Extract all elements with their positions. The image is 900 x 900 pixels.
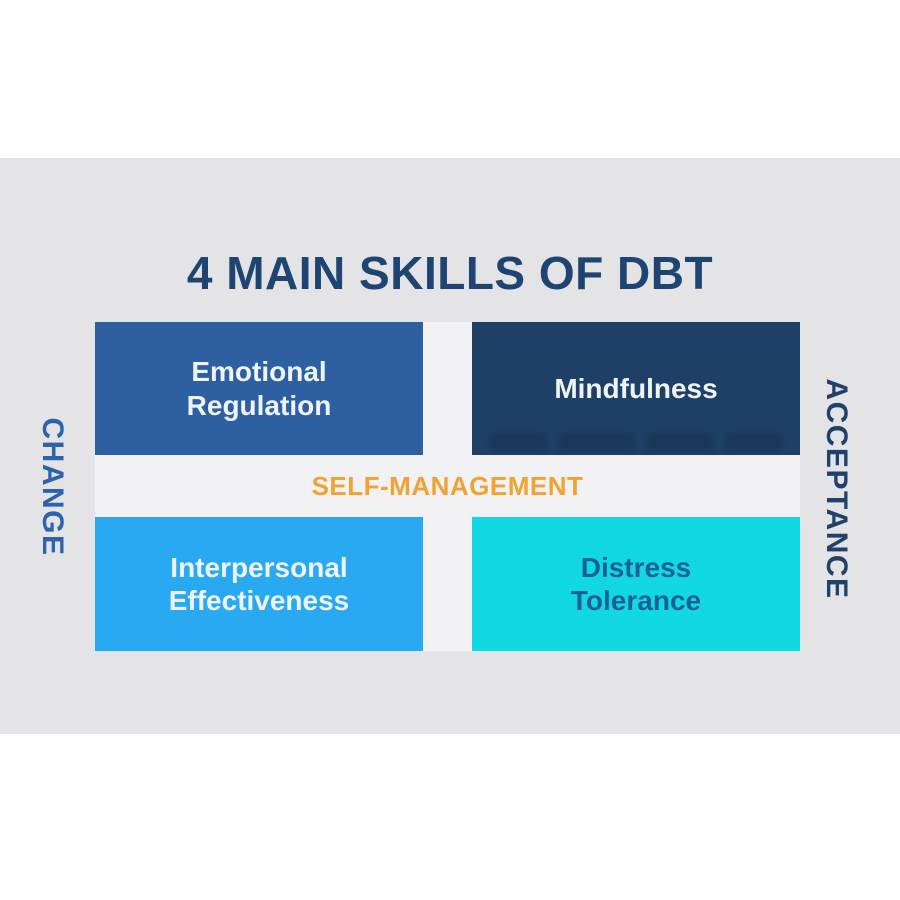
ghost-watermark xyxy=(490,433,782,450)
axis-label-change: CHANGE xyxy=(36,417,69,557)
center-label: SELF-MANAGEMENT xyxy=(311,470,584,501)
quadrant-label: Emotional Regulation xyxy=(186,356,332,421)
quadrant-interpersonal-effectiveness: Interpersonal Effectiveness xyxy=(95,517,423,651)
quadrant-emotional-regulation: Emotional Regulation xyxy=(95,322,423,455)
quadrant-distress-tolerance: Distress Tolerance xyxy=(472,517,800,651)
quadrant-label: Interpersonal Effectiveness xyxy=(168,551,350,616)
quadrant-mindfulness: Mindfulness xyxy=(472,322,800,455)
quadrant-label: Mindfulness xyxy=(554,372,718,404)
quadrant-grid: Emotional Regulation Mindfulness SELF-MA… xyxy=(95,322,800,651)
page-title: 4 MAIN SKILLS OF DBT xyxy=(186,246,714,299)
quadrant-label: Distress Tolerance xyxy=(570,551,702,616)
axis-label-acceptance: ACCEPTANCE xyxy=(820,378,853,600)
